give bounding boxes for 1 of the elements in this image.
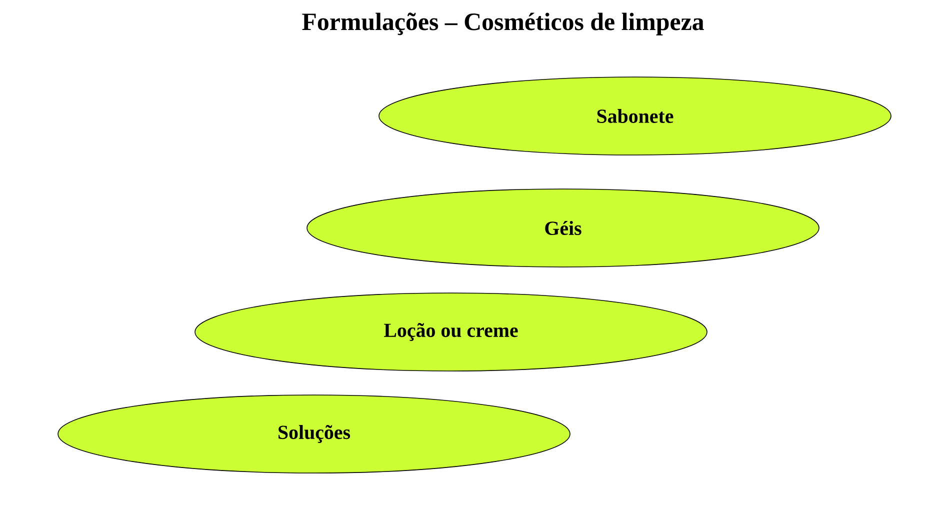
- title: Formulações – Cosméticos de limpeza: [302, 12, 704, 36]
